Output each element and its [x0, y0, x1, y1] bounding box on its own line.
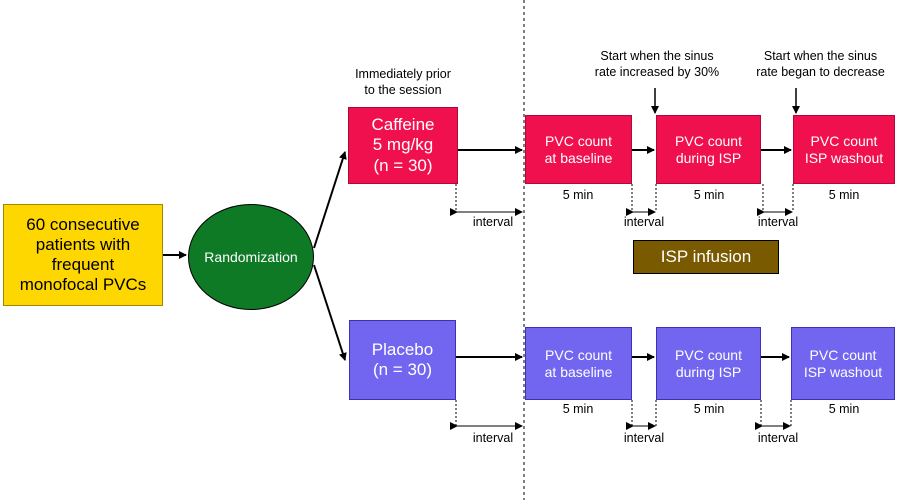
caffeine-step-baseline: PVC count at baseline: [525, 115, 632, 184]
caffeine-timing-note: Immediately prior to the session: [355, 67, 451, 98]
placebo-step-isp-washout: PVC count ISP washout: [791, 327, 895, 400]
placebo-step-during-isp: PVC count during ISP: [656, 327, 761, 400]
caffeine-interval-3-marker: [757, 184, 794, 216]
placebo-interval-3-marker: [755, 400, 792, 430]
caffeine-interval-2-marker: [626, 184, 657, 216]
caffeine-interval-1-label: interval: [472, 215, 514, 229]
caffeine-interval-3-label: interval: [757, 215, 799, 229]
caffeine-duration-during-isp: 5 min: [693, 188, 725, 202]
caffeine-step-isp-washout: PVC count ISP washout: [793, 115, 895, 184]
caffeine-duration-isp-washout: 5 min: [828, 188, 860, 202]
arrow-randomization-to-placebo: [313, 264, 347, 361]
placebo-interval-2-label: interval: [623, 431, 665, 445]
randomization-node: Randomization: [188, 204, 314, 310]
caffeine-step-during-isp: PVC count during ISP: [656, 115, 761, 184]
enrollment-box: 60 consecutive patients with frequent mo…: [3, 204, 163, 306]
placebo-interval-3-label: interval: [757, 431, 799, 445]
placebo-arm-box: Placebo (n = 30): [349, 320, 456, 400]
placebo-interval-1-label: interval: [472, 431, 514, 445]
placebo-duration-isp-washout: 5 min: [828, 402, 860, 416]
placebo-interval-2-marker: [626, 400, 657, 430]
arrow-randomization-to-caffeine: [313, 151, 347, 249]
caffeine-arm-box: Caffeine 5 mg/kg (n = 30): [348, 107, 458, 184]
caffeine-duration-baseline: 5 min: [562, 188, 594, 202]
isp-stop-annotation: Start when the sinus rate began to decre…: [756, 49, 885, 80]
caffeine-interval-1-marker: [450, 184, 523, 216]
caffeine-interval-2-label: interval: [623, 215, 665, 229]
placebo-duration-baseline: 5 min: [562, 402, 594, 416]
placebo-interval-1-marker: [450, 400, 523, 430]
isp-start-annotation: Start when the sinus rate increased by 3…: [594, 49, 720, 80]
placebo-duration-during-isp: 5 min: [693, 402, 725, 416]
isp-infusion-box: ISP infusion: [633, 240, 779, 274]
placebo-step-baseline: PVC count at baseline: [525, 327, 632, 400]
